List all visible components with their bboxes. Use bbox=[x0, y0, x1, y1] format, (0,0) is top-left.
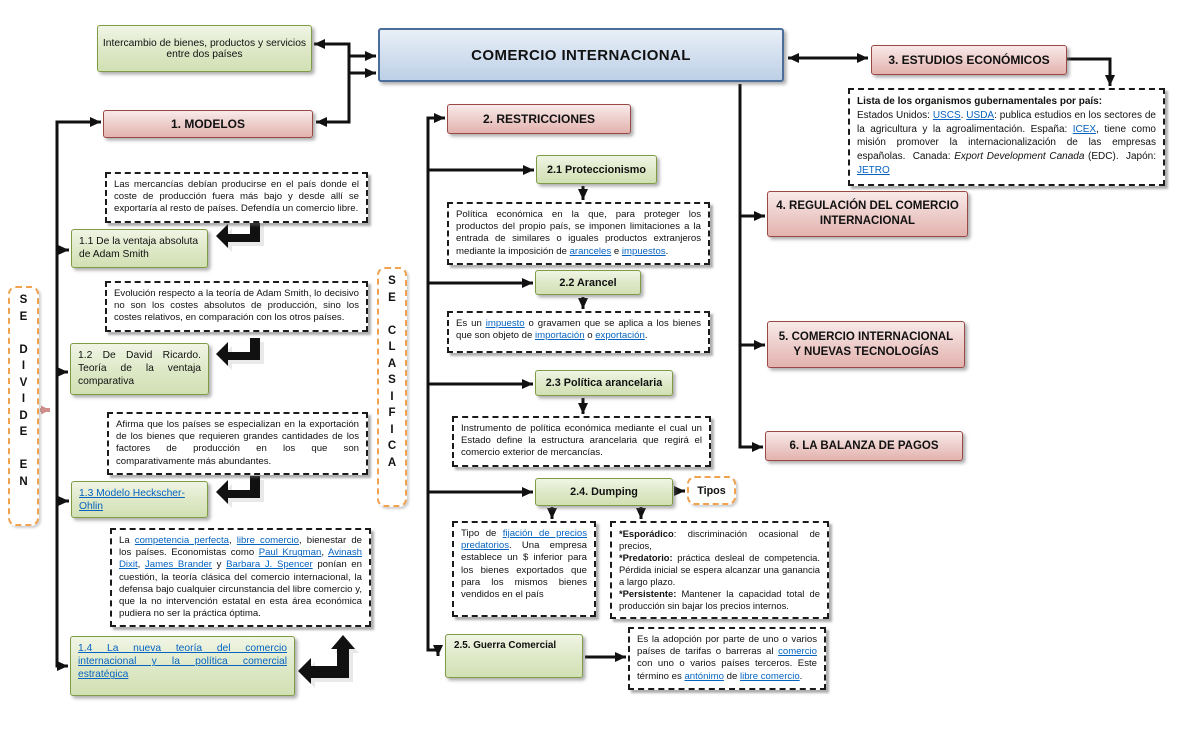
hyperlink[interactable]: Barbara J. Spencer bbox=[226, 559, 313, 571]
text-segment: : discriminación ocasional de precios, bbox=[619, 528, 820, 551]
item-2-2-arancel: 2.2 Arancel bbox=[535, 270, 641, 295]
proteccionismo-description: Política económica en la que, para prote… bbox=[447, 202, 710, 265]
text-segment: *Predatorio: bbox=[619, 551, 673, 563]
text-segment: , bbox=[321, 547, 329, 559]
text-segment: . bbox=[799, 670, 803, 682]
text-segment: , bienestar de los países. Economistas c… bbox=[119, 535, 362, 559]
tipos-label: Tipos bbox=[687, 476, 736, 505]
hyperlink[interactable]: competencia perfecta bbox=[134, 535, 229, 546]
item-2-4-dumping: 2.4. Dumping bbox=[535, 478, 673, 506]
hyperlink[interactable]: fijación de precios predatorios bbox=[461, 528, 588, 552]
item-1-4-nueva-teoria: 1.4 La nueva teoría del comercio interna… bbox=[70, 636, 295, 696]
heckscher-ohlin-description: Afirma que los países se especializan en… bbox=[107, 412, 368, 475]
text-segment: Es la adopción por parte de uno o varios… bbox=[637, 634, 817, 658]
hyperlink[interactable]: libre comercio bbox=[236, 535, 299, 546]
text-segment: , bbox=[137, 559, 145, 571]
text-segment: práctica desleal de competencia. Pérdida… bbox=[619, 551, 820, 587]
arancel-description: Es un impuesto o gravamen que se aplica … bbox=[447, 311, 710, 353]
text-segment: . bbox=[960, 109, 967, 121]
section-3-estudios-economicos: 3. ESTUDIOS ECONÓMICOS bbox=[871, 45, 1067, 75]
text-segment: o gravamen que se aplica a los bienes qu… bbox=[456, 318, 701, 342]
hyperlink[interactable]: 1.4 La nueva teoría del comercio interna… bbox=[78, 643, 287, 681]
hyperlink[interactable]: Paul Krugman bbox=[258, 547, 322, 559]
text-segment: *Esporádico bbox=[619, 528, 674, 539]
section-6-balanza-de-pagos: 6. LA BALANZA DE PAGOS bbox=[765, 431, 963, 461]
hyperlink[interactable]: ICEX bbox=[1072, 123, 1097, 135]
item-1-2-ventaja-comparativa: 1.2 De David Ricardo. Teoría de la venta… bbox=[70, 343, 209, 395]
hyperlink[interactable]: USCS bbox=[932, 109, 961, 121]
hyperlink[interactable]: aranceles bbox=[569, 245, 612, 257]
adam-smith-description: Las mercancías debían producirse en el p… bbox=[105, 172, 368, 223]
text-segment: La bbox=[119, 535, 135, 546]
main-title-box: COMERCIO INTERNACIONAL bbox=[378, 28, 784, 82]
definition-box: Intercambio de bienes, productos y servi… bbox=[97, 25, 312, 72]
nueva-teoria-description: La competencia perfecta, libre comercio,… bbox=[110, 528, 371, 628]
text-segment: . bbox=[665, 245, 669, 257]
text-segment: o bbox=[584, 330, 596, 342]
hyperlink[interactable]: libre comercio bbox=[739, 670, 800, 682]
item-2-3-politica-arancelaria: 2.3 Política arancelaria bbox=[535, 370, 673, 396]
text-segment: (EDC). Japón: bbox=[1084, 151, 1159, 163]
text-segment: Tipo de bbox=[461, 528, 503, 539]
item-2-5-guerra-comercial: 2.5. Guerra Comercial bbox=[445, 634, 583, 678]
section-2-restricciones: 2. RESTRICCIONES bbox=[447, 104, 631, 134]
se-divide-en-label: S E D I V I D E E N bbox=[8, 286, 39, 526]
text-segment: ponían en cuestión, la teoría clásica de… bbox=[119, 559, 362, 620]
text-segment: *Persistente: bbox=[619, 587, 677, 599]
politica-arancelaria-description: Instrumento de política económica median… bbox=[452, 416, 711, 467]
text-segment: : publica estudios en los sectores de la… bbox=[857, 109, 1159, 135]
text-segment: de bbox=[723, 670, 740, 682]
text-segment: , bbox=[228, 535, 237, 546]
tipos-description: *Esporádico: discriminación ocasional de… bbox=[610, 521, 829, 619]
hyperlink[interactable]: antónimo bbox=[684, 670, 724, 682]
text-segment: . Una empresa establece un $ inferior pa… bbox=[461, 540, 587, 600]
text-segment: , tiene como misión promover la internac… bbox=[857, 123, 1159, 163]
hyperlink[interactable]: 1.3 Modelo Heckscher-Ohlin bbox=[79, 488, 185, 513]
hyperlink[interactable]: James Brander bbox=[144, 559, 212, 571]
estudios-description: Lista de los organismos gubernamentales … bbox=[848, 88, 1165, 186]
item-1-1-ventaja-absoluta: 1.1 De la ventaja absoluta de Adam Smith bbox=[71, 229, 208, 268]
text-segment: Export Development Canada bbox=[954, 151, 1085, 163]
hyperlink[interactable]: importación bbox=[534, 330, 585, 342]
text-segment: Lista de los organismos gubernamentales … bbox=[857, 96, 1103, 107]
text-segment: con uno o varios países terceros. Este t… bbox=[637, 658, 817, 682]
text-segment: y bbox=[212, 559, 227, 571]
section-1-modelos: 1. MODELOS bbox=[103, 110, 313, 138]
text-segment: . bbox=[644, 330, 648, 342]
item-2-1-proteccionismo: 2.1 Proteccionismo bbox=[536, 155, 657, 184]
text-segment: e bbox=[611, 245, 622, 257]
ricardo-description: Evolución respecto a la teoría de Adam S… bbox=[105, 281, 368, 332]
dumping-description: Tipo de fijación de precios predatorios.… bbox=[452, 521, 596, 617]
hyperlink[interactable]: Avinash Dixit bbox=[119, 547, 362, 571]
hyperlink[interactable]: comercio bbox=[778, 646, 817, 658]
text-segment: Es un bbox=[456, 318, 486, 329]
hyperlink[interactable]: JETRO bbox=[857, 164, 890, 176]
guerra-comercial-description: Es la adopción por parte de uno o varios… bbox=[628, 627, 826, 690]
hyperlink[interactable]: exportación bbox=[595, 330, 645, 342]
hyperlink[interactable]: USDA bbox=[966, 109, 995, 121]
hyperlink[interactable]: impuesto bbox=[485, 318, 525, 329]
text-segment: Política económica en la que, para prote… bbox=[456, 209, 701, 257]
text-segment: Estados Unidos: bbox=[857, 109, 930, 121]
text-segment: Mantener la capacidad total de producció… bbox=[619, 587, 823, 611]
se-clasifica-label: S E C L A S I F I C A bbox=[377, 267, 407, 507]
item-1-3-heckscher-ohlin: 1.3 Modelo Heckscher-Ohlin bbox=[71, 481, 208, 518]
section-5-nuevas-tecnologias: 5. COMERCIO INTERNACIONAL Y NUEVAS TECNO… bbox=[767, 321, 965, 368]
section-4-regulacion: 4. REGULACIÓN DEL COMERCIO INTERNACIONAL bbox=[767, 191, 968, 237]
hyperlink[interactable]: impuestos bbox=[621, 245, 666, 257]
